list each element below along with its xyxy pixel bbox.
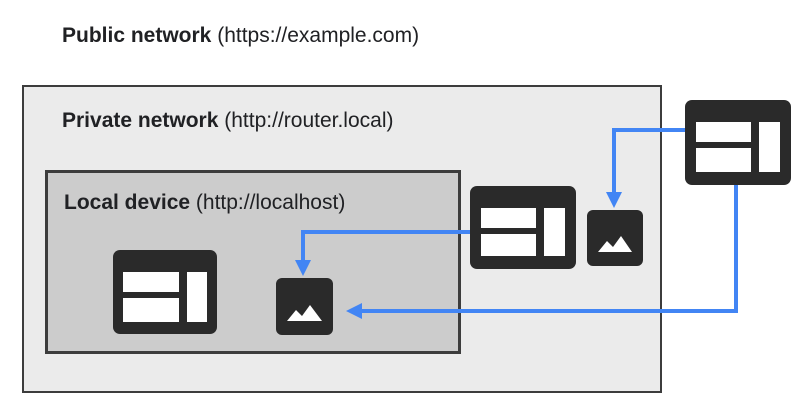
web-page-icon: [685, 100, 791, 185]
local-device-url: (http://localhost): [195, 191, 346, 214]
web-page-icon: [470, 186, 576, 269]
arrow-private-to-local-image: [295, 230, 471, 276]
arrow-public-to-local-image: [346, 183, 738, 319]
public-network-label: Public network (https://example.com): [62, 25, 419, 46]
local-device-label: Local device (http://localhost): [64, 192, 345, 213]
public-network-url: (https://example.com): [217, 24, 420, 47]
local-device-name: Local device: [64, 191, 191, 214]
private-network-name: Private network: [62, 109, 219, 132]
web-page-icon: [113, 250, 217, 334]
image-icon: [587, 210, 643, 266]
private-network-url: (http://router.local): [224, 109, 394, 132]
arrow-public-to-private-image: [606, 128, 686, 208]
public-network-name: Public network: [62, 24, 212, 47]
image-icon: [276, 278, 333, 335]
private-network-label: Private network (http://router.local): [62, 110, 394, 131]
